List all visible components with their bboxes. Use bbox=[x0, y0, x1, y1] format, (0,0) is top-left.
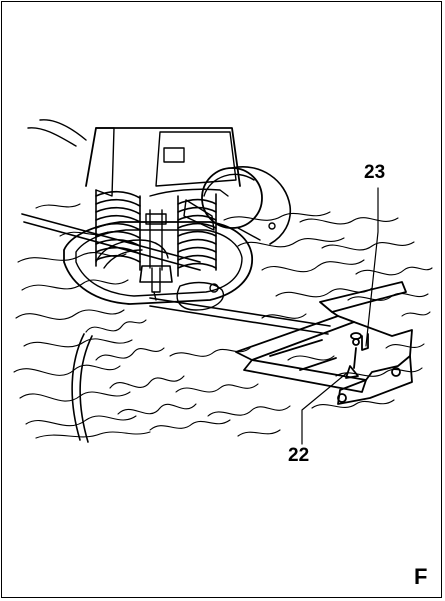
figure-letter: F bbox=[414, 564, 428, 589]
callout-22: 22 bbox=[288, 445, 310, 466]
parallel-guide-icon bbox=[235, 281, 413, 405]
wood-grain-pattern bbox=[13, 203, 433, 439]
callout-23: 23 bbox=[364, 162, 386, 183]
